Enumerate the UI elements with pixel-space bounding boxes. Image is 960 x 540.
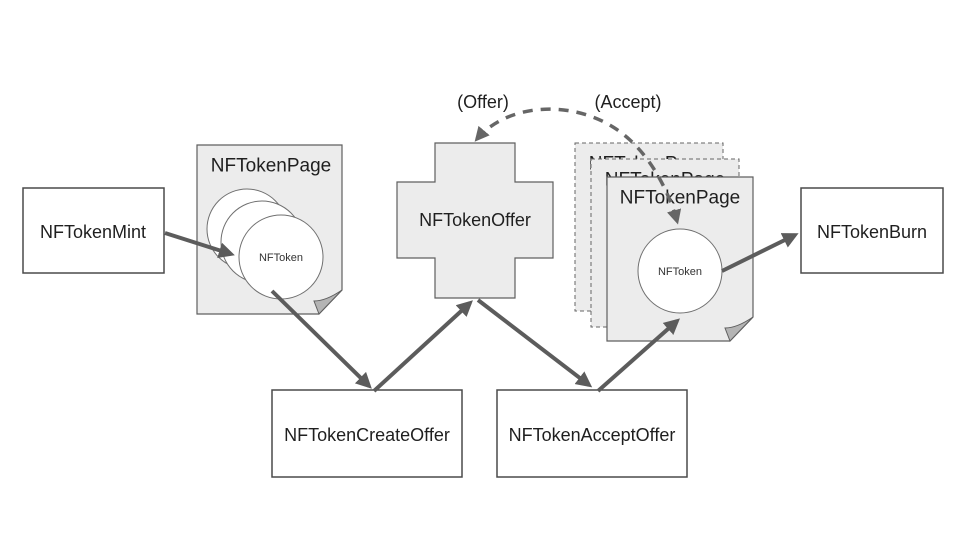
nftoken-left-label: NFToken <box>259 252 303 264</box>
nftokenpage-right-stack: NFTokenPage NFTokenPage NFTokenPage NFTo… <box>574 142 754 342</box>
nftokencreateoffer-node: NFTokenCreateOffer <box>271 389 463 478</box>
nftokenpage-left: NFTokenPage NFToken <box>196 144 343 315</box>
arrow-page-to-createoffer <box>270 289 372 389</box>
nftokenacceptoffer-box <box>496 389 688 478</box>
nftoken-right-label: NFToken <box>658 266 702 278</box>
nftokencreateoffer-label: NFTokenCreateOffer <box>284 425 450 445</box>
nftokenburn-label: NFTokenBurn <box>817 222 927 242</box>
page-right-fold-corner <box>724 316 754 342</box>
nftokenoffer-label: NFTokenOffer <box>419 210 531 230</box>
page-left-fold-corner <box>313 289 343 315</box>
arrow-page-to-burn <box>721 233 799 273</box>
arrow-offer-to-acceptoffer <box>476 298 593 388</box>
arrow-mint-to-page <box>164 231 235 258</box>
page-right-title: NFTokenPage <box>620 188 740 209</box>
nftokenacceptoffer-node: NFTokenAcceptOffer <box>496 389 688 478</box>
nftokenmint-box <box>22 187 165 274</box>
offer-accept-dashed-arrow <box>474 107 682 225</box>
nftokencreateoffer-box <box>271 389 463 478</box>
page-left-title: NFTokenPage <box>211 156 331 177</box>
arrow-acceptoffer-to-page <box>596 318 680 393</box>
nftokenoffer-node: NFTokenOffer <box>396 142 554 299</box>
nftokenmint-node: NFTokenMint <box>22 187 165 274</box>
arrow-createoffer-to-offer <box>372 300 473 393</box>
nftokenburn-box <box>800 187 944 274</box>
accept-annotation: (Accept) <box>594 92 661 112</box>
nftokenmint-label: NFTokenMint <box>40 222 146 242</box>
nftokenacceptoffer-label: NFTokenAcceptOffer <box>509 425 676 445</box>
offer-annotation: (Offer) <box>457 92 509 112</box>
nftokenburn-node: NFTokenBurn <box>800 187 944 274</box>
